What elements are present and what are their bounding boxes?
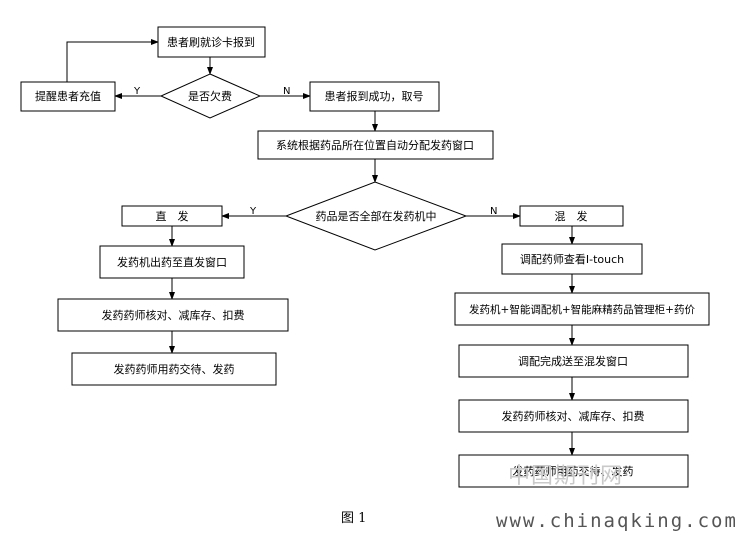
box-auto-assign xyxy=(257,130,494,160)
text-mixed-dispense: 混 发 xyxy=(555,209,588,223)
text-remind-recharge: 提醒患者充值 xyxy=(35,89,101,103)
box-mixed-dispense xyxy=(519,205,624,227)
label-arrears-yes: Y xyxy=(133,86,141,97)
decision-arrears xyxy=(159,73,262,119)
text-all-in-machine: 药品是否全部在发药机中 xyxy=(316,209,437,223)
box-check-right xyxy=(458,399,689,433)
box-machine-to-window xyxy=(99,245,245,279)
decision-all-in-machine xyxy=(284,181,468,251)
box-itouch-view xyxy=(501,243,643,275)
watermark: 中国期刊网 xyxy=(508,464,624,489)
text-swipe-card: 患者刷就诊卡报到 xyxy=(167,35,255,49)
text-handover-left: 发药药师用药交待、发药 xyxy=(114,362,235,376)
box-handover-left xyxy=(71,352,277,386)
text-auto-assign: 系统根据药品所在位置自动分配发药窗口 xyxy=(276,138,474,152)
box-handover-right xyxy=(458,454,689,488)
box-direct-dispense xyxy=(121,205,223,227)
box-check-left xyxy=(57,298,289,332)
text-direct-dispense: 直 发 xyxy=(156,209,189,223)
edge-remind-loop xyxy=(66,39,159,82)
box-remind-recharge xyxy=(20,81,116,112)
figure-caption: 图 1 xyxy=(341,511,367,526)
text-check-right: 发药药师核对、减库存、扣费 xyxy=(502,409,645,423)
box-machines-combo xyxy=(454,292,710,326)
text-machines-combo: 发药机+智能调配机+智能麻精药品管理柜+药价 xyxy=(469,303,695,316)
box-swipe-card xyxy=(157,26,266,58)
text-arrears-check: 是否欠费 xyxy=(188,89,232,103)
box-report-success xyxy=(309,81,440,112)
site-url: www.chinaqking.com xyxy=(496,510,735,532)
text-handover-right: 发药药师用药交待、发药 xyxy=(513,464,634,478)
label-all-yes: Y xyxy=(249,206,257,217)
text-check-left: 发药药师核对、减库存、扣费 xyxy=(102,308,245,322)
label-all-no: N xyxy=(490,206,497,217)
box-send-mixed-window xyxy=(458,344,689,378)
text-send-mixed-window: 调配完成送至混发窗口 xyxy=(518,354,628,368)
label-arrears-no: N xyxy=(283,86,290,97)
text-machine-to-window: 发药机出药至直发窗口 xyxy=(117,255,227,269)
text-report-success: 患者报到成功，取号 xyxy=(325,89,424,103)
text-itouch-view: 调配药师查看I-touch xyxy=(520,252,624,266)
